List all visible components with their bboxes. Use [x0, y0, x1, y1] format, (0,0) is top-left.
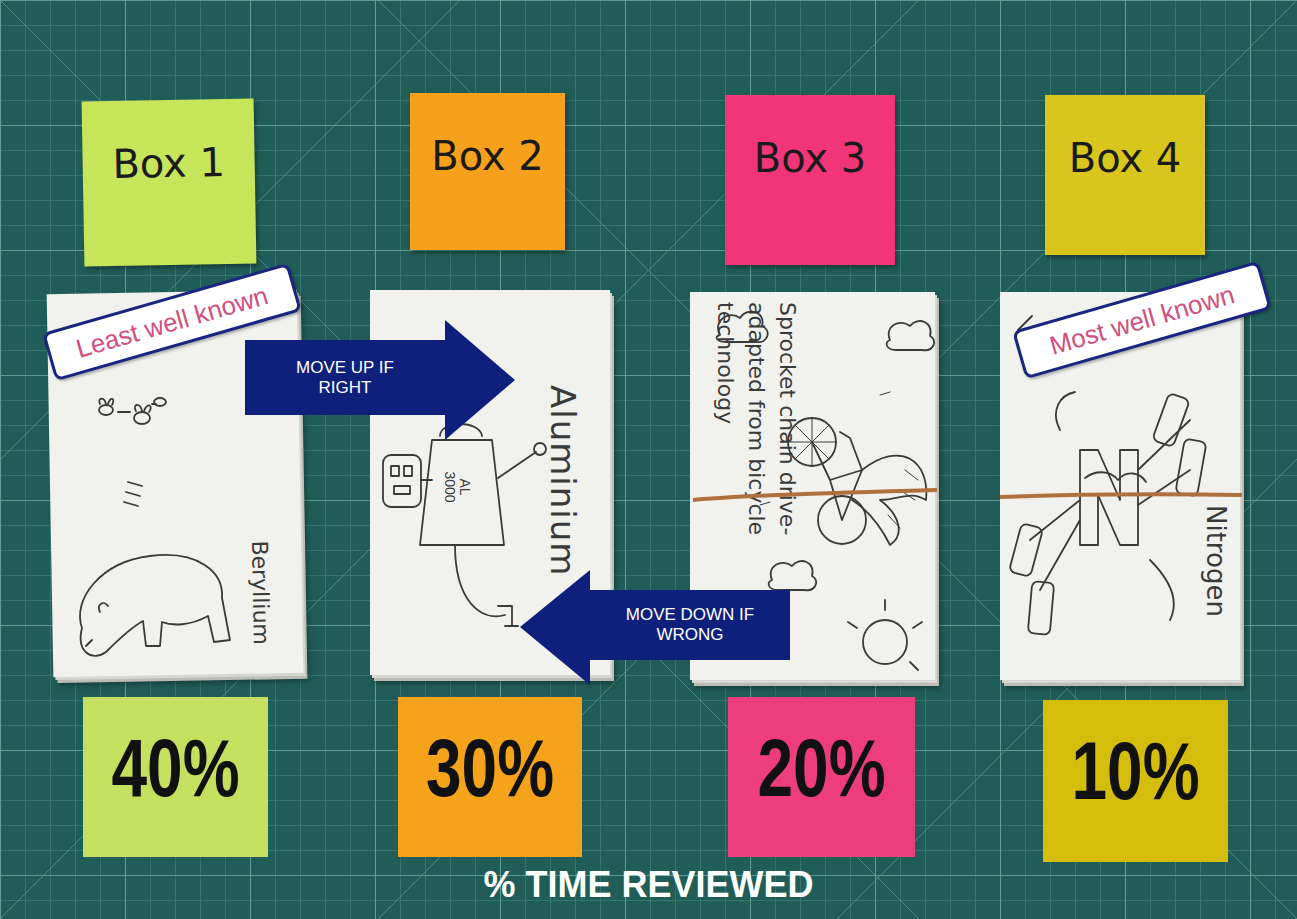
box-label-note-text: Box 2 — [410, 133, 565, 179]
robot-eye — [404, 466, 412, 476]
robot-drawing — [383, 424, 546, 626]
bee — [154, 398, 166, 406]
box-label-note: Box 4 — [1045, 95, 1205, 255]
wheel-spokes — [788, 418, 836, 466]
review-percentage: 30% — [398, 697, 582, 857]
review-percentage: 20% — [728, 697, 915, 857]
bee-wings — [135, 405, 151, 412]
bee — [134, 412, 150, 424]
box-label-note: Box 3 — [725, 95, 895, 265]
motion-lines — [760, 392, 890, 600]
n-figure — [1080, 450, 1138, 545]
motion-lines — [1018, 316, 1048, 358]
robot-head — [383, 455, 421, 507]
cloud — [887, 321, 935, 350]
bee — [99, 405, 113, 415]
wing-feathers — [888, 470, 918, 528]
propeller-blade — [1009, 523, 1043, 577]
wings — [1056, 392, 1174, 620]
robot-top — [440, 424, 482, 436]
bear-face — [86, 603, 108, 646]
move-down-arrow-text: MOVE DOWN IF WRONG — [590, 590, 790, 660]
propeller-blade — [1028, 581, 1054, 635]
robot-arm — [455, 545, 518, 626]
move-up-arrow-text: MOVE UP IF RIGHT — [245, 340, 445, 415]
flashcard-stack-text: AL 3000 — [441, 466, 472, 508]
robot-neck — [421, 479, 432, 481]
box-label-note-text: Box 1 — [82, 139, 255, 188]
review-percentage: 10% — [1043, 700, 1228, 862]
review-percentage-text: 30% — [418, 727, 562, 809]
goggles — [1085, 472, 1146, 482]
cloud — [717, 312, 768, 343]
arrow-shape — [245, 320, 515, 440]
box-label-note: Box 2 — [410, 93, 565, 250]
propeller-blade — [1152, 393, 1190, 448]
propeller-blade — [1175, 439, 1206, 497]
bicycle-wheel — [818, 496, 866, 544]
bicycle-drawing — [788, 418, 926, 545]
flashcard-stack-text: Beryllium — [246, 540, 276, 690]
cloud — [769, 561, 817, 590]
diagonal-line — [0, 0, 919, 919]
diagonal-line — [0, 0, 919, 919]
bicycle-frame — [812, 432, 862, 520]
bicycle-wings — [852, 456, 926, 545]
sun — [863, 620, 907, 664]
flashcard-stack-text: Sprocket chain drive-adapted from bicycl… — [710, 302, 802, 542]
box-label-note-text: Box 3 — [725, 135, 895, 181]
robot-mouth — [394, 486, 410, 494]
rubber-band — [1000, 494, 1242, 497]
arrow-shape — [520, 570, 790, 685]
robot-eye — [391, 466, 399, 476]
review-percentage-text: 20% — [749, 727, 895, 809]
box-label-note: Box 1 — [82, 99, 257, 267]
review-percentage-text: 10% — [1063, 730, 1207, 812]
propeller-arms — [1030, 420, 1190, 590]
bee-wings — [99, 399, 113, 405]
robot-antenna — [498, 452, 536, 478]
motion-lines — [124, 482, 142, 506]
sun-rays — [848, 600, 922, 670]
axis-caption: % TIME REVIEWED — [0, 864, 1297, 906]
rubber-band — [693, 490, 937, 500]
robot-body — [420, 440, 504, 545]
bicycle-wheel — [788, 418, 836, 466]
flashcard-stack-text: Nitrogen — [1200, 505, 1233, 655]
bear-drawing — [80, 555, 230, 656]
move-up-arrow: MOVE UP IF RIGHT — [245, 320, 515, 440]
robot-antenna-ball — [534, 443, 546, 455]
flying-n-drawing — [1009, 392, 1207, 635]
arrow-shape — [520, 570, 790, 685]
bee-drawing — [99, 398, 166, 424]
review-percentage: 40% — [83, 697, 268, 857]
review-percentage-text: 40% — [103, 727, 247, 809]
move-down-arrow: MOVE DOWN IF WRONG — [520, 570, 790, 685]
bee-trail — [118, 404, 156, 412]
box-label-note-text: Box 4 — [1045, 135, 1205, 181]
